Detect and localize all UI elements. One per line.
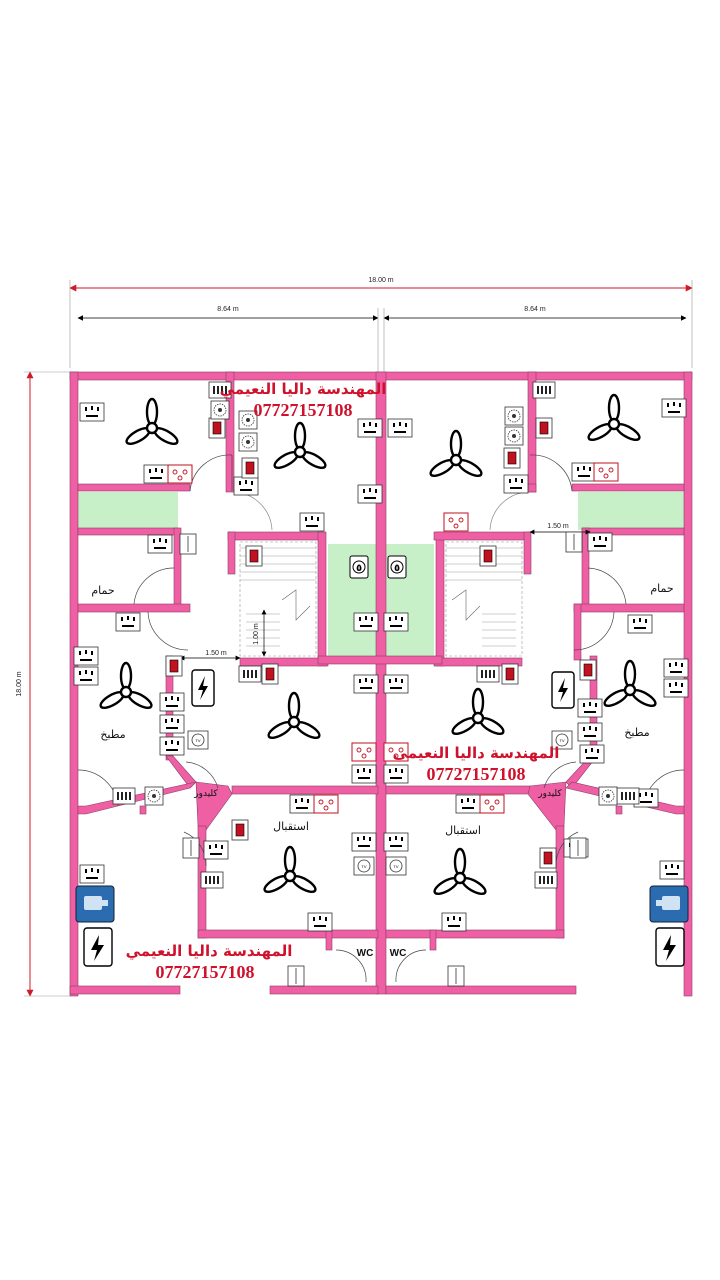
watermarks: المهندسة داليا النعيمي 07727157108 المهن… [126,380,560,982]
lightning-icon [191,669,215,707]
ceiling-fan-icon [265,691,323,743]
room-kitchen-left: مطبخ [100,728,125,741]
ceiling-fan-icon [427,429,485,481]
lightning-icon [551,671,575,709]
meter-icon [75,885,115,923]
lightning-icon [83,927,113,967]
room-labels: حمام حمام مطبخ مطبخ استقبال استقبال كليد… [91,582,673,959]
room-bath-right: حمام [650,582,673,595]
room-wc-right: WC [390,948,407,959]
room-reception-left: استقبال [273,820,309,833]
dim-stair-width: 1.00 m [253,623,260,645]
ceiling-fan-icon [585,393,643,445]
tv-outlets: TV TV TV TV [187,730,573,876]
ceiling-fan-icon [449,687,507,739]
ceiling-fan-icon [601,659,659,711]
watermark-phone: 07727157108 [427,764,526,784]
room-kitchen-right: مطبخ [624,726,649,739]
watermark-name: المهندسة داليا النعيمي [126,942,293,960]
stair-right [445,541,523,657]
watermark-phone: 07727157108 [156,962,255,982]
room-corridor-left: كليدور [193,789,218,799]
meter-icon [649,885,689,923]
watermark-name: المهندسة داليا النعيمي [220,380,387,398]
stair-number-left: ٥ [356,563,362,574]
room-corridor-right: كليدور [537,789,562,799]
ceiling-fan-icon [123,397,181,449]
stairs [239,541,523,657]
watermark-phone: 07727157108 [254,400,353,420]
electric-panels [75,669,689,967]
tv-label: TV [361,864,366,869]
room-bath-left: حمام [91,584,114,597]
dim-total-height: 18.00 m [16,671,23,696]
ceiling-fan-icon [97,661,155,713]
ceiling-fan-icon [271,421,329,473]
room-reception-right: استقبال [445,824,481,837]
tv-label: TV [559,738,564,743]
stair-number-right: ٥ [394,563,400,574]
dim-corridor-right: 1.50 m [547,523,569,530]
ceiling-fan-icon [431,847,489,899]
dim-half-left: 8.64 m [217,306,239,313]
ceiling-fan-icon [261,845,319,897]
dim-half-right: 8.64 m [524,306,546,313]
watermark-name: المهندسة داليا النعيمي [393,744,560,762]
green-areas [78,492,684,660]
dim-corridor-left: 1.50 m [205,650,227,657]
tv-label: TV [195,738,200,743]
dim-total-width: 18.00 m [368,277,393,284]
tv-label: TV [393,864,398,869]
lightning-icon [655,927,685,967]
dimension-lines: 18.00 m 8.64 m 8.64 m 18.00 m [16,277,693,997]
stair-signs: ٥ ٥ [349,555,407,579]
room-wc-left: WC [357,948,374,959]
